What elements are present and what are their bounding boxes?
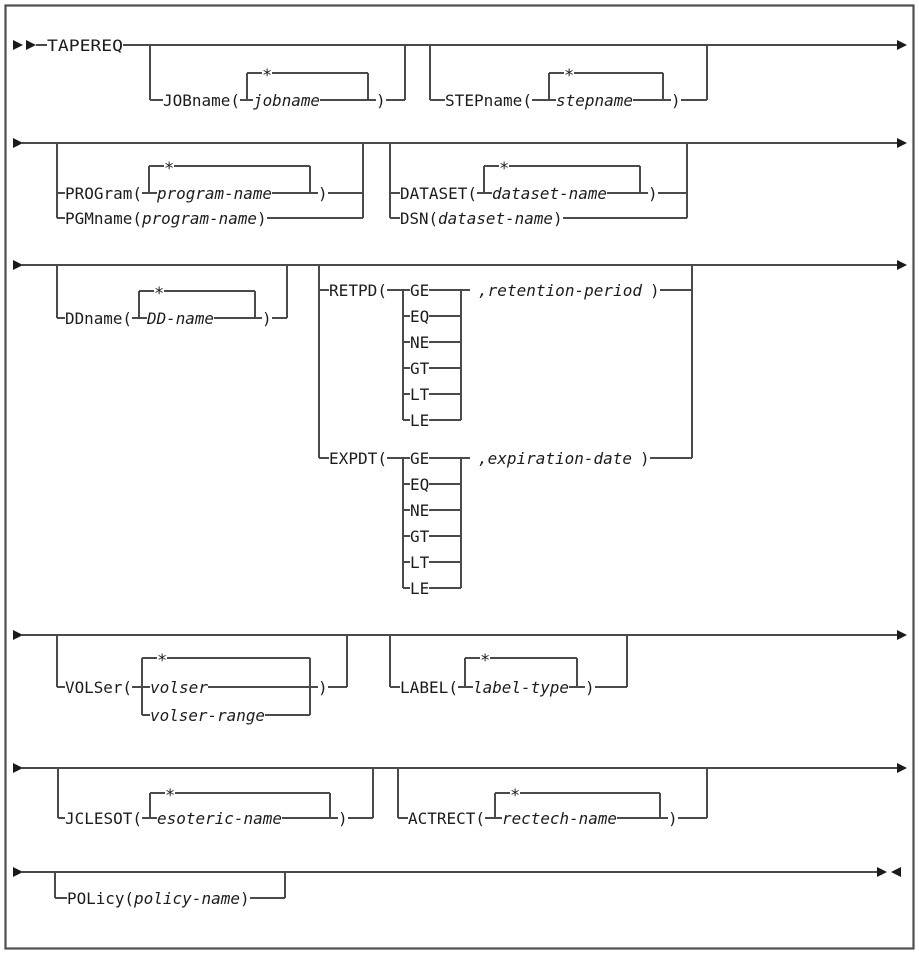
keyword-ddname: DDname( — [65, 309, 132, 328]
variable-esoteric-name: esoteric-name — [157, 809, 282, 828]
close-paren-dsn: ) — [553, 209, 563, 228]
variable-policy-name: policy-name — [133, 889, 240, 908]
variable-stepname: stepname — [556, 91, 633, 110]
close-paren-dataset: ) — [648, 184, 658, 203]
keyword-label: LABEL( — [400, 678, 458, 697]
keyword-actrect: ACTRECT( — [408, 809, 485, 828]
close-paren-pgmname: ) — [257, 209, 267, 228]
variable-pgmname-program-name: program-name — [141, 209, 257, 228]
keyword-policy: POLicy( — [67, 889, 134, 908]
default-star-stepname: * — [564, 66, 574, 86]
keyword-jobname: JOBname( — [163, 91, 240, 110]
row6-policy: POLicy( policy-name ) — [67, 889, 250, 908]
close-paren-program: ) — [318, 184, 328, 203]
operator-retpd-le: LE — [410, 411, 429, 430]
operator-retpd-gt: GT — [410, 359, 430, 378]
end-arrows-icon — [877, 867, 901, 877]
command-taperreq: TAPEREQ — [47, 36, 123, 55]
close-paren-ddname: ) — [262, 309, 272, 328]
close-paren-jobname: ) — [376, 91, 386, 110]
default-star-jclesot: * — [165, 786, 175, 806]
row3-ddname-retpd-expdt: DDname( * DD-name ) RETPD( GE EQ NE GT L… — [65, 281, 660, 598]
default-star-actrect: * — [510, 786, 520, 806]
variable-retention-period: ,retention-period — [478, 281, 642, 300]
default-star-dataset: * — [499, 159, 509, 179]
default-star-program: * — [164, 159, 174, 179]
close-paren-actrect: ) — [668, 809, 678, 828]
variable-volser: volser — [150, 678, 208, 697]
close-paren-policy: ) — [240, 889, 250, 908]
keyword-dataset: DATASET( — [400, 184, 477, 203]
operator-expdt-lt: LT — [410, 553, 430, 572]
operator-retpd-ge: GE — [410, 281, 429, 300]
keyword-volser: VOLSer( — [65, 678, 132, 697]
row2-program-dataset: PROGram( * program-name ) PGMname( progr… — [65, 159, 658, 228]
close-paren-stepname: ) — [671, 91, 681, 110]
variable-program-name: program-name — [156, 184, 272, 203]
close-paren-retpd: ) — [650, 281, 660, 300]
close-paren-label: ) — [585, 678, 595, 697]
row5-jclesot-actrect: JCLESOT( * esoteric-name ) ACTRECT( * re… — [65, 786, 678, 828]
row1-taperreq-jobname-stepname: TAPEREQ JOBname( * jobname ) STEPname( *… — [47, 36, 681, 110]
keyword-jclesot: JCLESOT( — [65, 809, 142, 828]
variable-expiration-date: ,expiration-date — [478, 449, 632, 468]
default-star-jobname: * — [262, 66, 272, 86]
operator-retpd-lt: LT — [410, 385, 430, 404]
diagram-border — [4, 4, 915, 950]
keyword-dsn: DSN( — [400, 209, 438, 228]
default-star-label: * — [480, 651, 490, 671]
variable-rectech-name: rectech-name — [502, 809, 617, 828]
close-paren-jclesot: ) — [338, 809, 348, 828]
keyword-retpd: RETPD( — [329, 281, 387, 300]
default-star-volser: * — [157, 651, 167, 671]
variable-volser-range: volser-range — [150, 706, 265, 725]
variable-label-type: label-type — [473, 678, 569, 697]
variable-dataset-name: dataset-name — [492, 184, 607, 203]
railroad-lines — [13, 40, 907, 899]
close-paren-volser: ) — [318, 678, 328, 697]
operator-expdt-gt: GT — [410, 527, 430, 546]
operator-retpd-eq: EQ — [410, 307, 429, 326]
keyword-program: PROGram( — [65, 184, 142, 203]
operator-expdt-ne: NE — [410, 501, 429, 520]
variable-jobname: jobname — [253, 91, 320, 110]
default-star-ddname: * — [154, 284, 164, 304]
row4-volser-label: VOLSer( * volser volser-range ) LABEL( *… — [65, 651, 595, 725]
keyword-stepname: STEPname( — [445, 91, 532, 110]
operator-expdt-eq: EQ — [410, 475, 429, 494]
variable-dd-name: DD-name — [146, 309, 214, 328]
start-arrows-icon — [13, 40, 36, 50]
variable-dsn-dataset-name: dataset-name — [438, 209, 553, 228]
keyword-pgmname: PGMname( — [65, 209, 142, 228]
close-paren-expdt: ) — [640, 449, 650, 468]
operator-expdt-le: LE — [410, 579, 429, 598]
operator-retpd-ne: NE — [410, 333, 429, 352]
keyword-expdt: EXPDT( — [329, 449, 387, 468]
operator-expdt-ge: GE — [410, 449, 429, 468]
